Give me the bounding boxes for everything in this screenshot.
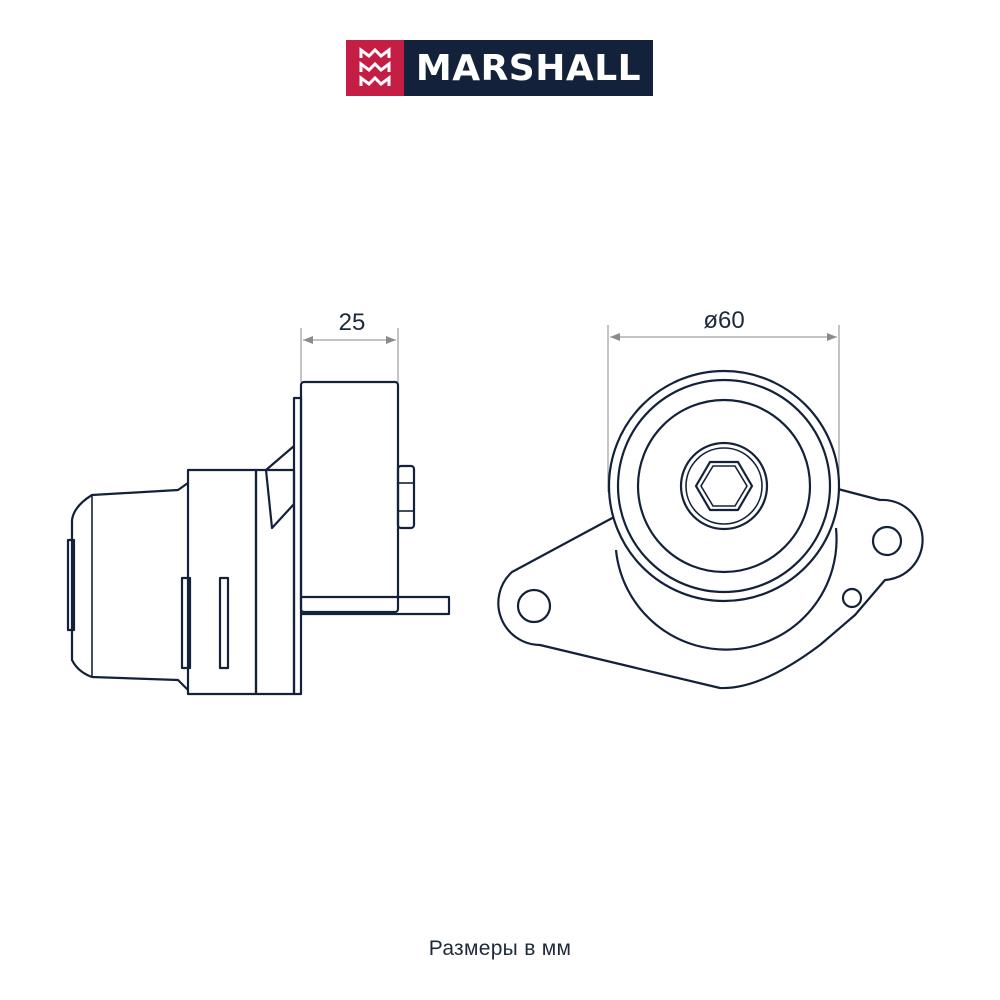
hex-bolt (694, 460, 754, 512)
mounting-hole-right (871, 525, 903, 557)
width-dimension-label: 25 (339, 309, 366, 336)
base-plate (497, 486, 924, 690)
diameter-dimension-label: ø60 (703, 307, 744, 334)
logo-wordmark: MARSHALL (404, 40, 653, 96)
side-view: 25 (66, 309, 451, 696)
pulley-side (299, 380, 400, 614)
marshall-logo: MARSHALL (346, 40, 653, 96)
caption: Размеры в мм (428, 937, 572, 960)
logo-mark-icon (346, 40, 404, 96)
pulley-front (607, 369, 841, 603)
front-view: ø60 (497, 307, 924, 690)
mounting-hole-left (516, 588, 552, 624)
